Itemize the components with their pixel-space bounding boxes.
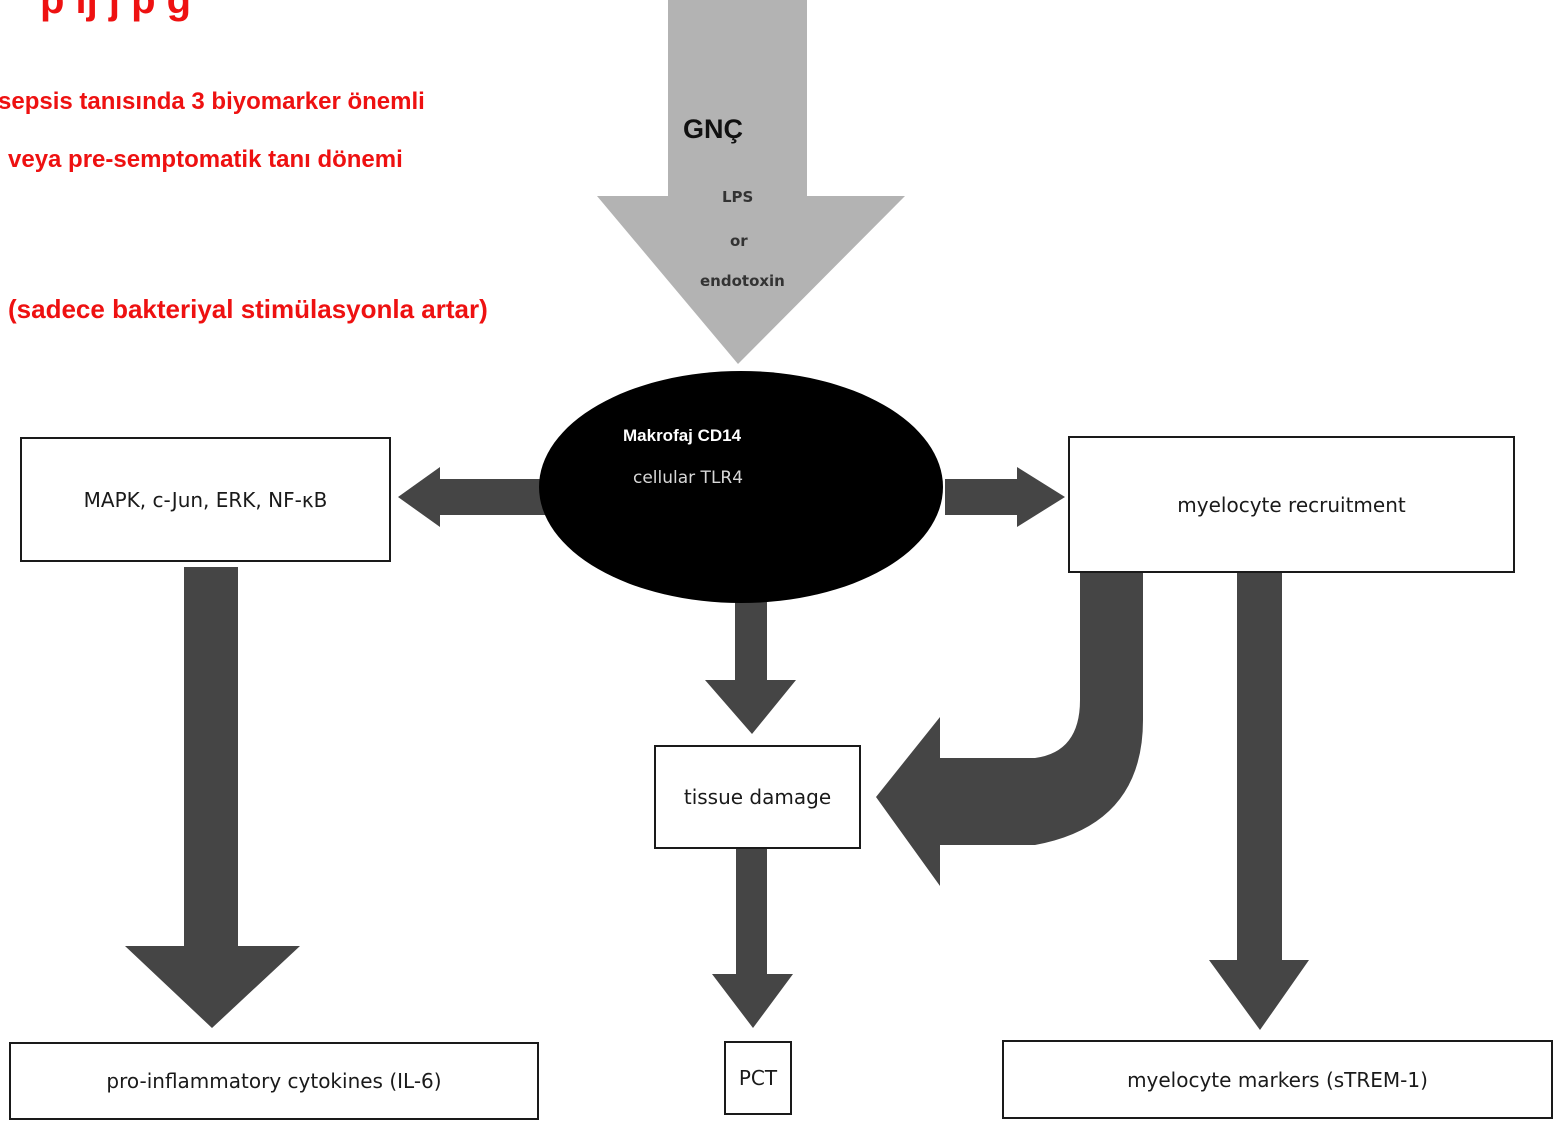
note-line-2: veya pre-semptomatik tanı dönemi bbox=[8, 146, 403, 173]
note-line-3: (sadece bakteriyal stimülasyonla artar) bbox=[8, 294, 488, 324]
header-title-fragment: p ij j p g bbox=[40, 0, 192, 22]
node-label-1: Makrofaj CD14 bbox=[623, 426, 742, 445]
input-label-endotoxin: endotoxin bbox=[700, 272, 785, 290]
arrow-to-signaling bbox=[398, 467, 545, 527]
input-heading: GNÇ bbox=[683, 114, 743, 144]
cytokines-box: pro-inflammatory cytokines (IL-6) bbox=[9, 1042, 539, 1120]
lps-input-arrow bbox=[597, 0, 905, 364]
arrow-to-recruitment bbox=[945, 467, 1065, 527]
arrow-to-markers bbox=[1209, 573, 1309, 1030]
curved-arrow-recruitment-to-damage bbox=[876, 573, 1143, 886]
signaling-box: MAPK, c-Jun, ERK, NF-κB bbox=[20, 437, 391, 562]
tissue-damage-box: tissue damage bbox=[654, 745, 861, 849]
recruitment-box: myelocyte recruitment bbox=[1068, 436, 1515, 573]
pct-box: PCT bbox=[724, 1041, 792, 1115]
input-label-lps: LPS bbox=[722, 188, 754, 206]
markers-box: myelocyte markers (sTREM-1) bbox=[1002, 1040, 1553, 1119]
arrow-to-pct bbox=[712, 847, 793, 1028]
input-label-or: or bbox=[730, 232, 748, 250]
note-line-1: sepsis tanısında 3 biyomarker önemli bbox=[0, 88, 425, 115]
arrow-to-tissue-damage bbox=[705, 597, 796, 734]
macrophage-node bbox=[539, 371, 943, 603]
arrow-to-cytokines bbox=[125, 567, 300, 1028]
node-label-2: cellular TLR4 bbox=[633, 468, 744, 488]
